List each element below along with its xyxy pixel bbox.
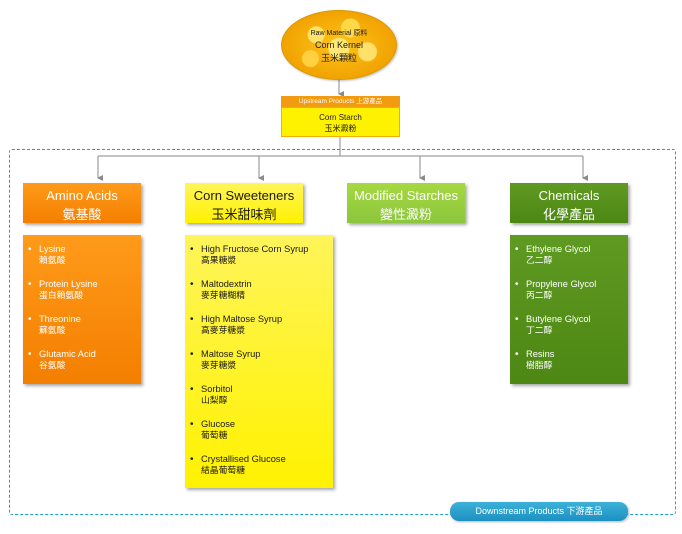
category-amino-acids: Amino Acids 氨基酸 (23, 183, 141, 223)
raw-material-node: Raw Material 原料 Corn Kernel 玉米顆粒 (281, 10, 397, 80)
raw-material-name: Corn Kernel (314, 40, 364, 50)
category-title: Corn Sweeteners (193, 188, 295, 203)
category-title-zh: 化學產品 (542, 207, 595, 222)
upstream-name: Corn Starch (319, 113, 362, 122)
category-title-zh: 變性澱粉 (379, 207, 432, 222)
category-chemicals: Chemicals 化學產品 (510, 183, 628, 223)
category-title-zh: 玉米甜味劑 (211, 207, 277, 222)
category-title: Chemicals (538, 188, 600, 203)
category-corn-sweeteners: Corn Sweeteners 玉米甜味劑 (185, 183, 303, 223)
raw-material-name-zh: 玉米顆粒 (320, 53, 357, 63)
downstream-products-badge: Downstream Products 下游產品 (450, 502, 628, 521)
upstream-header: Upstream Products 上游產品 (281, 96, 400, 107)
category-title-zh: 氨基酸 (62, 207, 102, 222)
downstream-frame (9, 149, 676, 515)
category-title: Amino Acids (46, 188, 118, 203)
category-title: Modified Starches (353, 188, 459, 203)
category-modified-starches: Modified Starches 變性澱粉 (347, 183, 465, 223)
upstream-name-zh: 玉米澱粉 (324, 124, 357, 133)
raw-material-label: Raw Material (310, 30, 352, 37)
raw-material-label-zh: 原料 (353, 30, 368, 37)
upstream-node: Corn Starch 玉米澱粉 (281, 107, 400, 137)
